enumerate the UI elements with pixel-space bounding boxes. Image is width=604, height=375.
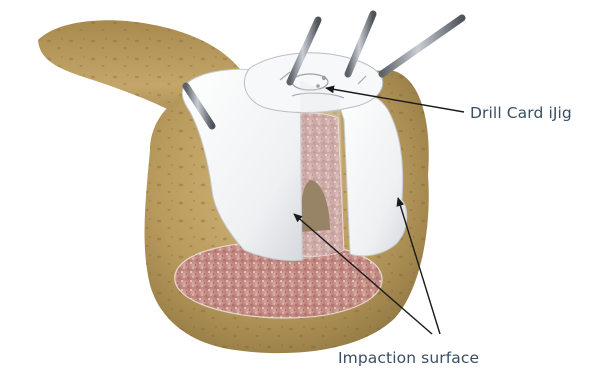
drill-card-label: Drill Card iJig: [470, 104, 572, 122]
impaction-surface-label: Impaction surface: [338, 349, 479, 367]
